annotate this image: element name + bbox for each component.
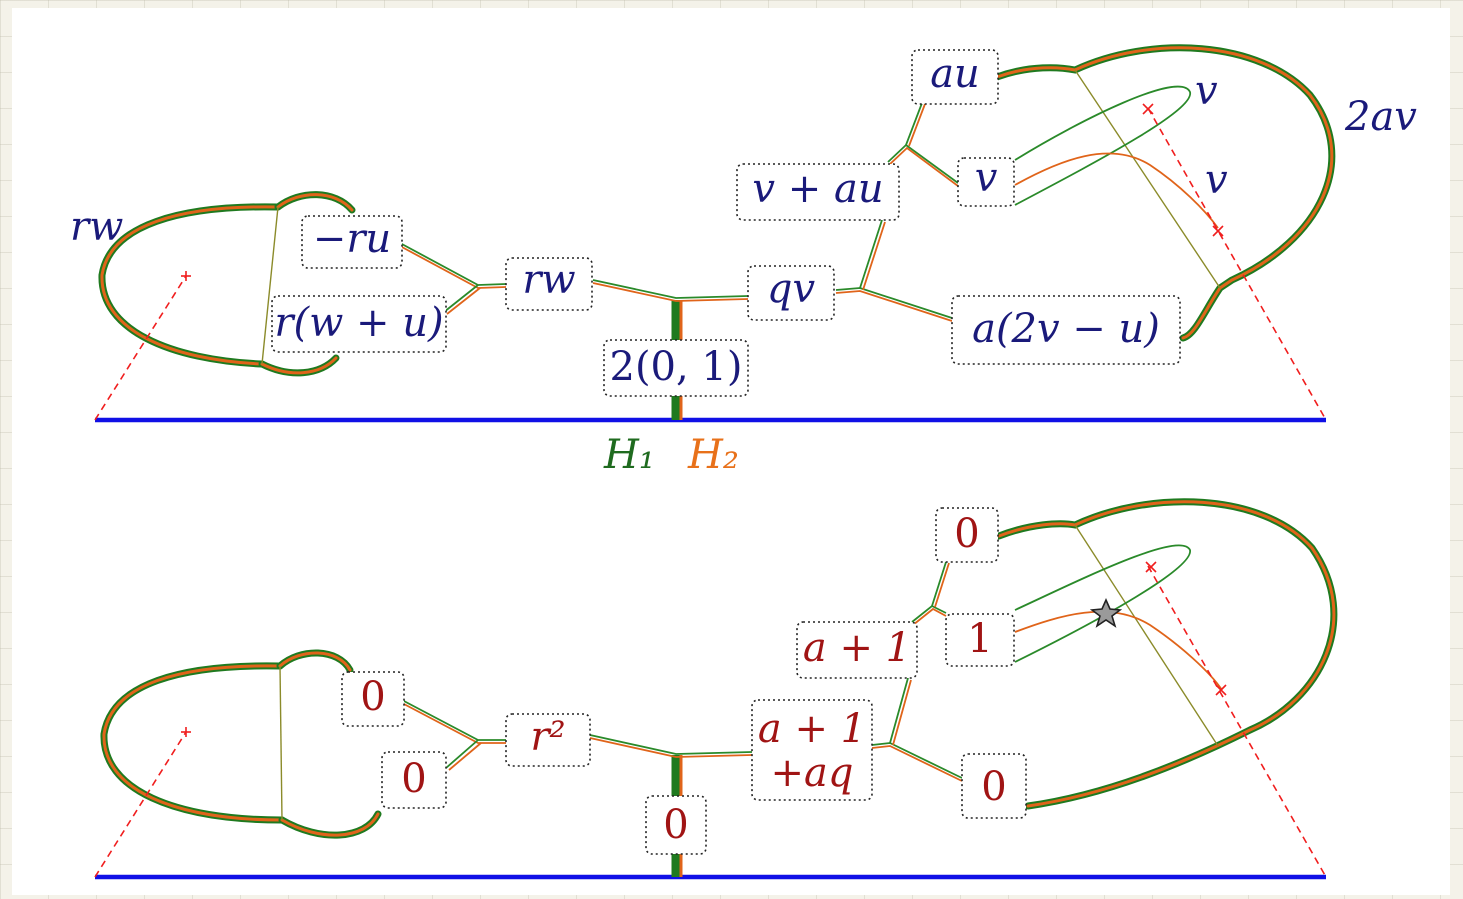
top-right-loop-orange [995,46,1334,340]
bottom-left-chord [279,665,283,821]
top-right-cross-lower [1212,225,1224,237]
v-upper-label: v [1195,68,1218,114]
zero-top-label: 0 [954,511,979,557]
zero-right-box [961,753,1027,819]
zero-top-box [935,507,999,563]
bottom-right-cross-lower [1215,684,1227,696]
a-2v-minus-u-box [951,295,1181,365]
two-av-label: 2av [1344,94,1417,140]
zero-right-label: 0 [981,764,1006,810]
neg-ru-label: −ru [313,216,391,262]
top-right-chord [1074,69,1221,289]
top-right-loop-green [993,44,1336,342]
top-right-dashed [1147,107,1327,421]
bottom-right-edges [871,561,963,782]
bottom-orange-curve [1014,610,1223,691]
qv-box [747,265,835,321]
v-box [957,157,1015,207]
r-w-plus-u-box [271,295,447,353]
h2-label: H₂ [687,432,739,478]
two-zero-one-box [603,339,749,397]
top-green-ellipse [1014,85,1191,206]
bottom-panel: 0 0 r² 0 a + 1 +aq a + 1 0 1 0 [94,498,1338,880]
top-left-bump-lower-orange [260,356,338,375]
bottom-left-loop-green [100,662,286,824]
v-box-label: v [975,155,998,201]
top-left-loop-green [98,203,282,368]
bottom-right-cross-upper [1145,561,1157,573]
bottom-left-loop-orange [102,664,284,822]
top-left-cross [181,271,191,281]
bottom-left-dashed [94,731,187,878]
two-zero-one-label: 2(0, 1) [610,344,743,390]
rw-box [505,257,593,311]
diagram-canvas: −ru r(w + u) rw 2(0, 1) qv v + au au v a… [12,8,1450,895]
v-plus-au-box [736,163,900,221]
zero-upper-left-box [341,671,405,727]
r-w-plus-u-label: r(w + u) [274,300,443,346]
au-box [911,49,999,105]
rw-outer-label: rw [70,204,123,250]
r-squared-label: r² [530,714,565,760]
top-left-loop-orange [100,205,280,366]
top-orange-curve [1014,152,1219,229]
r-squared-box [505,713,591,767]
bottom-right-dashed [1147,565,1327,878]
top-left-dashed [94,275,187,421]
zero-stem-label: 0 [663,802,688,848]
a-plus-one-aq-line2: +aq [771,750,854,796]
au-label: au [930,51,980,97]
tropical-curve-diagram: −ru r(w + u) rw 2(0, 1) qv v + au au v a… [70,44,1417,880]
top-left-bump-upper-orange [276,193,354,212]
top-right-cross-upper [1142,103,1154,115]
bottom-right-chord [1074,524,1219,747]
star-marker-icon [1089,598,1123,628]
a-plus-one-box [796,621,918,679]
one-box [945,613,1015,667]
top-panel: −ru r(w + u) rw 2(0, 1) qv v + au au v a… [70,44,1417,478]
bottom-left-edges [401,699,753,771]
h1-label: H₁ [603,432,655,478]
zero-lower-left-label: 0 [401,756,426,802]
one-label: 1 [967,616,992,662]
bottom-green-ellipse [1014,544,1191,663]
bottom-left-bump-lower-orange [280,812,380,837]
top-left-chord [261,206,279,365]
top-right-edges [835,102,959,322]
a-plus-one-aq-line1: a + 1 [758,706,866,752]
bottom-left-bump-lower [278,810,382,839]
v-plus-au-label: v + au [752,166,883,212]
bottom-left-cross [181,727,191,737]
rw-box-label: rw [522,257,575,303]
a-plus-one-aq-box [751,699,873,801]
top-left-edges [399,242,749,315]
neg-ru-box [301,215,403,269]
a-2v-minus-u-label: a(2v − u) [972,306,1160,352]
qv-label: qv [767,266,816,312]
bottom-left-bump-upper-orange [278,651,352,672]
a-plus-one-label: a + 1 [803,625,911,671]
bottom-left-bump-upper [276,649,354,674]
v-lower-label: v [1205,157,1228,203]
zero-stem-box [645,795,707,855]
zero-lower-left-box [381,751,447,809]
zero-upper-left-label: 0 [360,674,385,720]
